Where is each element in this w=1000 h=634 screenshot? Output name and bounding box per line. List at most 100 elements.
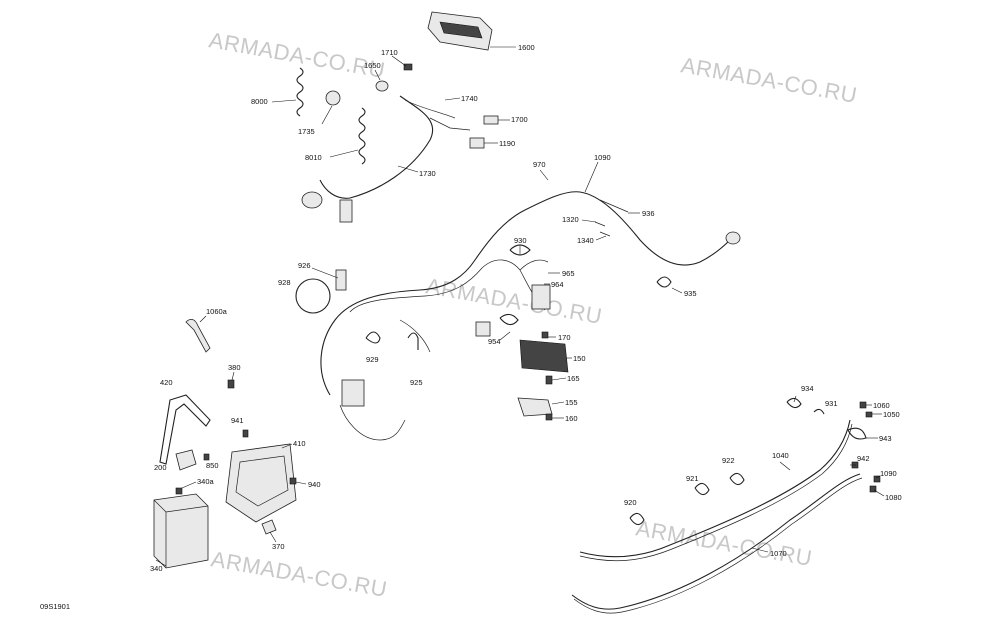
label-934: 934	[801, 384, 814, 393]
watermarks: ARMADA-CO.RU ARMADA-CO.RU ARMADA-CO.RU A…	[207, 27, 859, 602]
lower-cables-group	[571, 397, 881, 614]
label-929: 929	[366, 355, 379, 364]
voltage-regulator-150	[519, 339, 569, 373]
clip-920	[629, 512, 645, 526]
connector-1735	[325, 90, 341, 106]
label-970: 970	[533, 160, 546, 169]
connector-8010-end	[339, 199, 353, 223]
bolt-165	[545, 375, 553, 385]
harness-1730	[319, 95, 434, 199]
label-1340: 1340	[577, 236, 594, 245]
boot-connector	[301, 191, 323, 209]
leader-1090	[584, 161, 599, 193]
harness-branch-930	[519, 259, 549, 271]
label-340a: 340a	[197, 477, 215, 486]
label-940: 940	[308, 480, 321, 489]
label-1320: 1320	[562, 215, 579, 224]
relay-1700	[483, 115, 499, 125]
harness-tail-left	[339, 404, 406, 441]
main-harness-group	[320, 191, 741, 441]
screw-940	[289, 477, 297, 485]
fuse-box-left	[341, 379, 365, 407]
leader-1080	[873, 489, 885, 497]
label-1730: 1730	[419, 169, 436, 178]
connector-926	[335, 269, 347, 291]
connector-1190	[469, 137, 485, 149]
bolt-941	[242, 429, 249, 438]
leader-934	[793, 395, 797, 403]
harness-branch-936	[599, 199, 629, 213]
label-1190: 1190	[499, 139, 515, 148]
regulator-group	[517, 331, 569, 421]
label-928: 928	[278, 278, 291, 287]
leader-1320	[581, 219, 597, 223]
nut-1060	[859, 401, 867, 409]
part-labels: 1600 1710 1650 8000 1735 1740 1700 8010 …	[150, 43, 902, 573]
leader-340a	[181, 481, 197, 489]
battery-group	[153, 318, 297, 569]
label-850: 850	[206, 461, 219, 470]
leader-8000	[271, 99, 297, 103]
clip-930	[509, 244, 531, 256]
terminal-340a	[175, 487, 183, 495]
label-380: 380	[228, 363, 241, 372]
cable-1040-inner	[579, 423, 853, 562]
leader-1710	[391, 55, 407, 67]
label-922: 922	[722, 456, 735, 465]
upper-harness-group	[296, 11, 499, 223]
label-1060: 1060	[873, 401, 890, 410]
label-150: 150	[573, 354, 586, 363]
label-165: 165	[567, 374, 580, 383]
connector-end-right	[725, 231, 741, 245]
label-942: 942	[857, 454, 870, 463]
leader-1060a	[199, 315, 207, 323]
label-941: 941	[231, 416, 244, 425]
leader-1340	[595, 235, 607, 241]
label-1070: 1070	[770, 549, 787, 558]
main-harness-1090	[320, 191, 731, 396]
leader-lines	[155, 46, 885, 567]
clip-934	[786, 397, 802, 409]
bolt-170	[541, 331, 549, 339]
label-1090b: 1090	[880, 469, 897, 478]
battery-top	[153, 499, 209, 568]
cable-1040	[579, 419, 851, 558]
clip-925	[407, 332, 419, 350]
leader-935	[671, 287, 683, 294]
clip-921	[694, 482, 710, 496]
label-921: 921	[686, 474, 699, 483]
leader-8010	[329, 149, 359, 158]
leader-1070	[751, 547, 769, 553]
label-170: 170	[558, 333, 571, 342]
leader-165	[551, 377, 567, 381]
ground-cable-1060a	[185, 318, 211, 353]
battery-340	[153, 493, 209, 569]
label-964: 964	[551, 280, 564, 289]
leader-1040	[779, 461, 791, 471]
label-340: 340	[150, 564, 163, 573]
leader-954	[499, 331, 511, 341]
leader-410	[281, 443, 293, 449]
leader-970	[539, 169, 549, 181]
bolt-160	[545, 413, 553, 421]
label-943: 943	[879, 434, 892, 443]
connector-1710	[403, 63, 413, 71]
strap-420	[159, 394, 211, 465]
label-1040: 1040	[772, 451, 789, 460]
bolt-1080	[869, 485, 877, 493]
label-1650: 1650	[364, 61, 381, 70]
washer-1050	[865, 411, 873, 418]
watermark-bottom-left: ARMADA-CO.RU	[209, 546, 389, 602]
label-954: 954	[488, 337, 501, 346]
clip-931	[813, 408, 825, 415]
label-1600: 1600	[518, 43, 535, 52]
clip-929	[365, 331, 381, 344]
label-1700: 1700	[511, 115, 528, 124]
label-200: 200	[154, 463, 167, 472]
cluster-detail	[439, 21, 483, 39]
leader-1740	[444, 97, 461, 101]
label-8000: 8000	[251, 97, 268, 106]
label-935: 935	[684, 289, 697, 298]
relay-155	[517, 397, 553, 417]
